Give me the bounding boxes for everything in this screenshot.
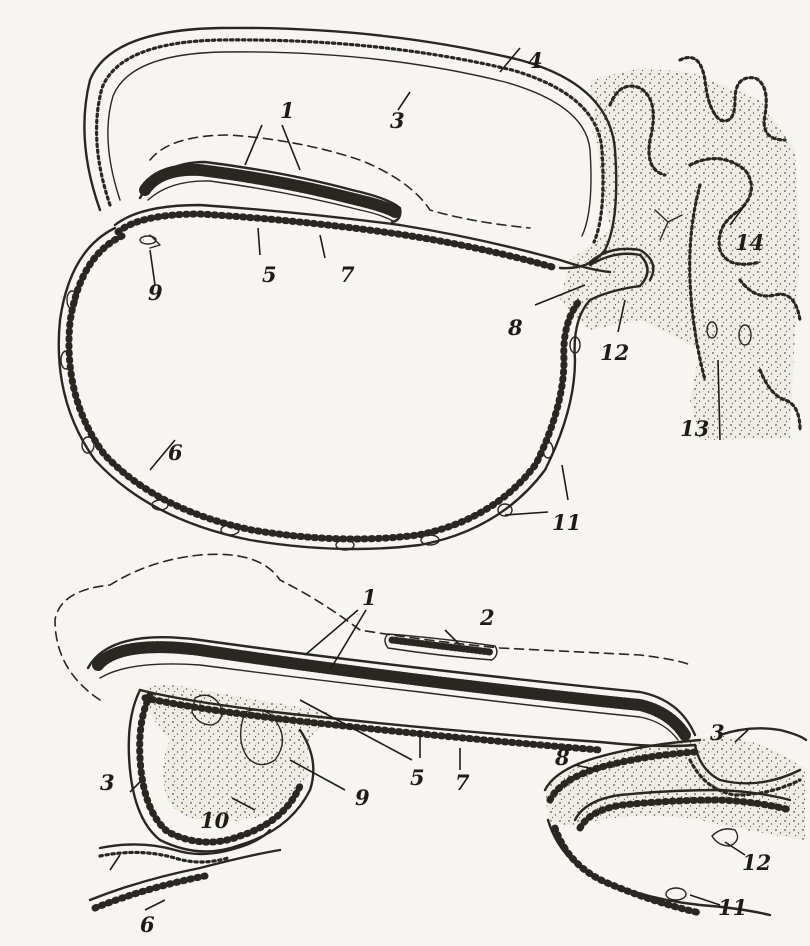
label-3-bottom-right: 3 <box>710 720 725 745</box>
label-6-top: 6 <box>168 440 183 465</box>
bottom-panel <box>55 554 806 915</box>
label-2-bottom: 2 <box>479 605 495 630</box>
label-9-top: 9 <box>148 280 163 305</box>
label-7-bottom: 7 <box>455 770 470 795</box>
label-1-top: 1 <box>280 98 295 123</box>
top-panel <box>59 28 800 550</box>
label-3-bottom-left: 3 <box>100 770 115 795</box>
label-4-top: 4 <box>528 48 543 73</box>
label-8-bottom: 8 <box>554 745 570 770</box>
label-13-top: 13 <box>680 416 709 441</box>
label-10-bottom: 10 <box>200 808 230 833</box>
label-11-top: 11 <box>552 510 581 535</box>
label-6-bottom: 6 <box>140 912 155 937</box>
label-12-bottom: 12 <box>742 850 771 875</box>
label-5-bottom: 5 <box>410 765 425 790</box>
label-14-top: 14 <box>735 230 764 255</box>
label-8-top: 8 <box>507 315 523 340</box>
label-3-top: 3 <box>390 108 405 133</box>
label-9-bottom: 9 <box>355 785 370 810</box>
label-1-bottom: 1 <box>362 585 377 610</box>
label-11-bottom: 11 <box>718 895 747 920</box>
label-12-top: 12 <box>600 340 629 365</box>
label-5-top: 5 <box>262 262 277 287</box>
label-7-top: 7 <box>340 262 355 287</box>
